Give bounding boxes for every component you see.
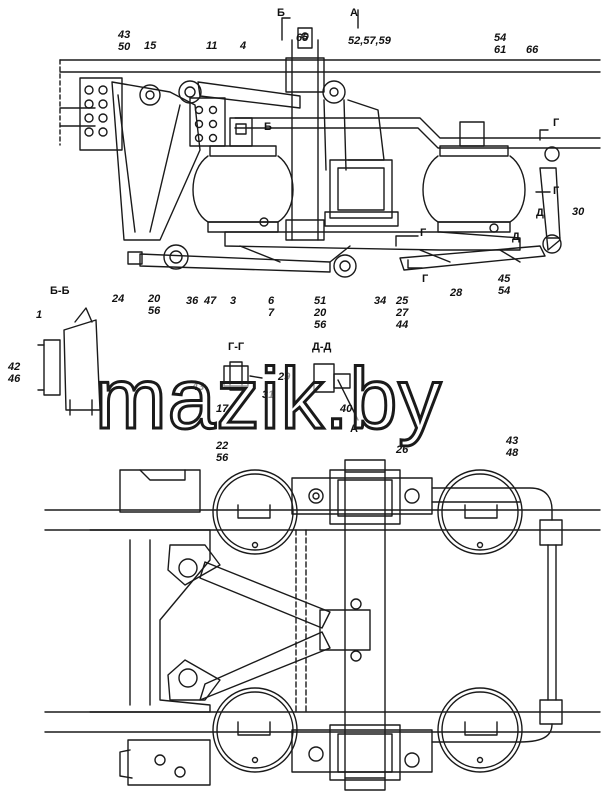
rear-air-spring [422,121,526,233]
section-mark-g-top: Г [553,117,560,129]
axle-clamp-box [324,159,399,227]
rear-beams-plan [295,487,563,743]
section-mark-d-right1: Д [536,207,544,219]
lower-torque-rod-3 [139,253,331,273]
walking-beam [224,231,521,263]
clamp-26 [291,469,433,525]
plan-view [44,459,601,791]
callout-42: 42 [8,361,21,373]
callout-46: 46 [8,373,21,385]
rod-eye-front [163,244,189,270]
air-springs-plan [212,469,523,773]
axle-beam-plan [344,459,386,791]
callout-24: 24 [112,293,125,305]
hanger-arm [111,80,202,241]
callout-48: 48 [506,447,519,459]
callout-28: 28 [450,287,463,299]
callout-34: 34 [374,295,387,307]
front-air-spring [192,145,294,233]
section-mark-bb-top: Б [277,7,285,19]
callout-43: 43 [118,29,131,41]
callout-66: 66 [526,44,539,56]
callout-3: 3 [230,295,237,307]
view-title-gg: Г-Г [228,341,245,353]
callout-15: 15 [144,40,157,52]
callout-20b: 20 [314,307,327,319]
callout-31: 31 [262,389,275,401]
section-gg-detail [223,361,263,391]
section-mark-bb-side: Б [264,121,272,133]
section-mark-g-low1: Г [420,227,427,239]
upper-torque-rod [197,81,301,109]
callout-44: 44 [396,319,409,331]
callout-7: 7 [268,307,275,319]
callout-65: 65 [296,32,309,44]
callout-17: 17 [216,403,229,415]
callout-56: 56 [148,305,161,317]
section-mark-d-right2: Д [512,231,520,243]
clamp-bottom [291,724,433,781]
view-title-dd: Д-Д [312,341,332,353]
callout-26: 26 [396,444,409,456]
side-view [59,9,601,278]
section-mark-a-bottom: А [350,423,358,435]
v-torque-rods [167,544,371,701]
callout-36: 36 [186,295,199,307]
callout-30: 30 [572,206,585,218]
callout-54: 54 [494,32,507,44]
frame-rails-plan [44,509,601,733]
callout-40: 40 [340,403,353,415]
watermark-text: mazik.by [93,351,443,447]
callout-51: 51 [314,295,327,307]
section-dd-detail [313,363,359,421]
front-cross-member [89,469,211,786]
callout-43c: 43 [506,435,519,447]
callout-54b: 54 [498,285,511,297]
frame-rail-side [59,59,601,149]
section-mark-g-low2: Г [422,273,429,285]
rod-eye-rear [333,254,357,278]
center-post [285,27,325,241]
callout-47: 47 [204,295,217,307]
callout-25: 25 [396,295,409,307]
callout-1: 1 [36,309,43,321]
callout-20: 20 [148,293,161,305]
view-title-bb: Б-Б [50,285,70,297]
callout-45: 45 [498,273,511,285]
rear-link [539,146,562,254]
section-bb-detail [37,307,101,416]
callout-11: 11 [206,40,218,52]
callout-52-57-59: 52,57,59 [348,35,391,47]
callout-4: 4 [240,40,247,52]
shock-absorber [322,80,385,171]
callout-6: 6 [268,295,275,307]
callout-61: 61 [494,44,507,56]
section-mark-a-top: А [350,7,358,19]
callout-27: 27 [396,307,409,319]
callout-56c: 56 [216,452,229,464]
callout-29: 29 [278,371,291,383]
callout-56b: 56 [314,319,327,331]
section-mark-g-mid: Г [553,185,560,197]
callout-50: 50 [118,41,131,53]
lower-torque-rod-28 [399,245,546,271]
callout-22: 22 [216,440,229,452]
callout-43-gg: 43 [192,381,205,393]
bracket-11 [229,117,253,147]
